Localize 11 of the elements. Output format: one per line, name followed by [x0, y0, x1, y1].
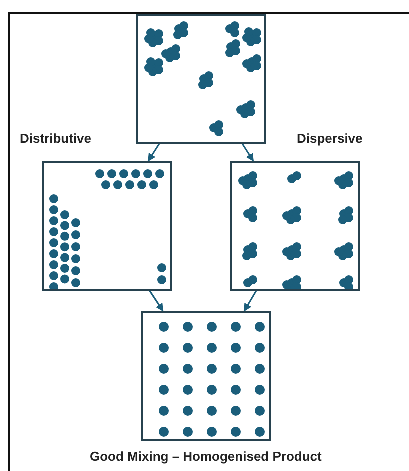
arrow [148, 144, 160, 162]
mixing-box [42, 161, 172, 291]
edge-label: Dispersive [297, 131, 363, 146]
mixing-box [136, 14, 266, 144]
node-label: Good Mixing – Homogenised Product [90, 449, 322, 464]
arrow [244, 290, 258, 312]
mixing-box [141, 311, 271, 441]
arrow [242, 144, 254, 162]
arrow [149, 290, 164, 312]
edge-label: Distributive [20, 131, 92, 146]
mixing-box [230, 161, 360, 291]
